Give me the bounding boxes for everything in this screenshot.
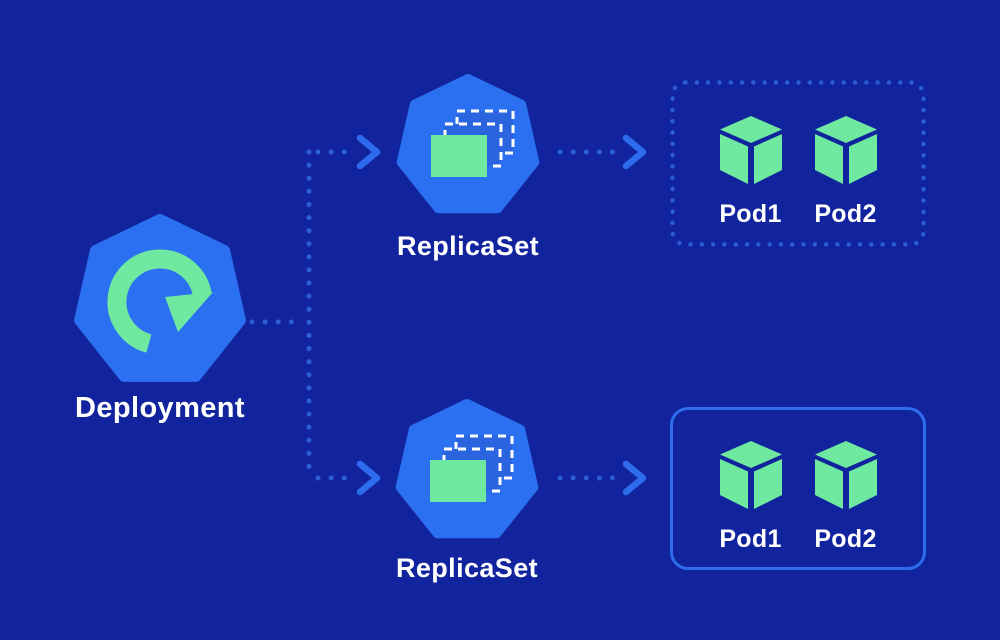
pod-item: Pod2 xyxy=(813,440,879,554)
pod-item: Pod2 xyxy=(813,115,879,229)
dotted-border xyxy=(670,80,926,247)
replicaset-stacked-rects-icon xyxy=(431,109,515,177)
heptagon-shape xyxy=(74,214,246,382)
replicaset-to-pods-lines xyxy=(557,149,621,481)
replicaset-bottom-label: ReplicaSet xyxy=(395,553,539,583)
pod-group-solid: Pod1 Pod2 xyxy=(670,407,926,570)
pod-label: Pod2 xyxy=(814,200,877,228)
pod-cube-icon xyxy=(814,116,877,184)
pod-cube-icon xyxy=(814,441,877,509)
pod-label: Pod2 xyxy=(814,525,877,553)
rollout-circular-arrow-icon xyxy=(107,249,213,353)
deployment-icon xyxy=(74,214,246,382)
deployment-label: Deployment xyxy=(75,392,245,424)
replicaset-bottom-icon xyxy=(395,399,539,539)
pod-label: Pod1 xyxy=(719,525,782,553)
replicaset-stacked-rects-icon xyxy=(430,434,514,502)
replicaset-top-icon xyxy=(396,74,540,214)
pod-label: Pod1 xyxy=(719,200,782,228)
pod-cube-icon xyxy=(719,441,782,509)
deployment-branch-lines xyxy=(249,149,355,481)
arrow-to-replicaset-top-icon xyxy=(356,134,381,170)
arrow-to-pods-top-icon xyxy=(622,134,647,170)
arrow-to-pods-bottom-icon xyxy=(622,460,647,496)
arrow-to-replicaset-bottom-icon xyxy=(356,460,381,496)
pod-item: Pod1 xyxy=(718,440,784,554)
replicaset-top-label: ReplicaSet xyxy=(396,231,540,261)
pod-group-dotted: Pod1 Pod2 xyxy=(670,80,926,247)
arrowhead-chevron-icons xyxy=(356,134,647,496)
pod-cube-icon xyxy=(719,116,782,184)
pod-item: Pod1 xyxy=(718,115,784,229)
